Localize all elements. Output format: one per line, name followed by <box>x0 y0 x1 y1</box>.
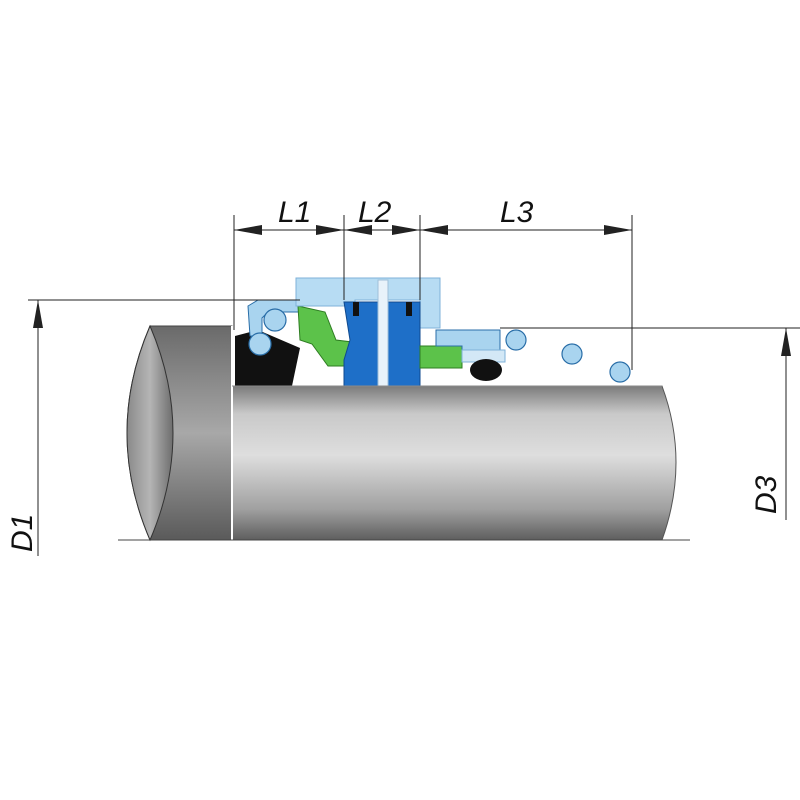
d3-arrow-top <box>781 328 791 356</box>
spring-coil-3 <box>561 343 583 365</box>
l3-arrow-right <box>604 225 632 235</box>
label-l1: L1 <box>278 196 311 229</box>
shaft-body <box>231 385 677 541</box>
spring-coil-4 <box>609 361 631 383</box>
green-rotating-ring <box>297 305 353 367</box>
label-l2: L2 <box>358 196 392 229</box>
black-oring <box>470 359 502 381</box>
l3-arrow-left <box>420 225 448 235</box>
right-collar <box>461 349 506 363</box>
l1-arrow-left <box>234 225 262 235</box>
blue-face-left <box>343 301 381 387</box>
center-gap <box>377 279 389 387</box>
right-spring-coil <box>505 329 527 351</box>
spring-coil-2 <box>248 332 272 356</box>
d1-arrow-top <box>33 300 43 328</box>
seal-assembly <box>232 277 662 387</box>
label-d1: D1 <box>6 514 39 552</box>
blue-face-right <box>385 301 421 387</box>
black-oring-right <box>406 302 412 316</box>
spring-coil-1 <box>263 308 287 332</box>
black-oring-left <box>353 302 359 316</box>
label-l3: L3 <box>500 196 534 229</box>
label-d3: D3 <box>750 475 783 514</box>
shaft <box>126 324 677 542</box>
l2-arrow-right <box>392 225 420 235</box>
l1-arrow-right <box>316 225 344 235</box>
l2-arrow-left <box>344 225 372 235</box>
gland-tab <box>419 277 441 329</box>
dimension-lines <box>28 215 800 556</box>
green-stationary-ring <box>419 345 463 369</box>
